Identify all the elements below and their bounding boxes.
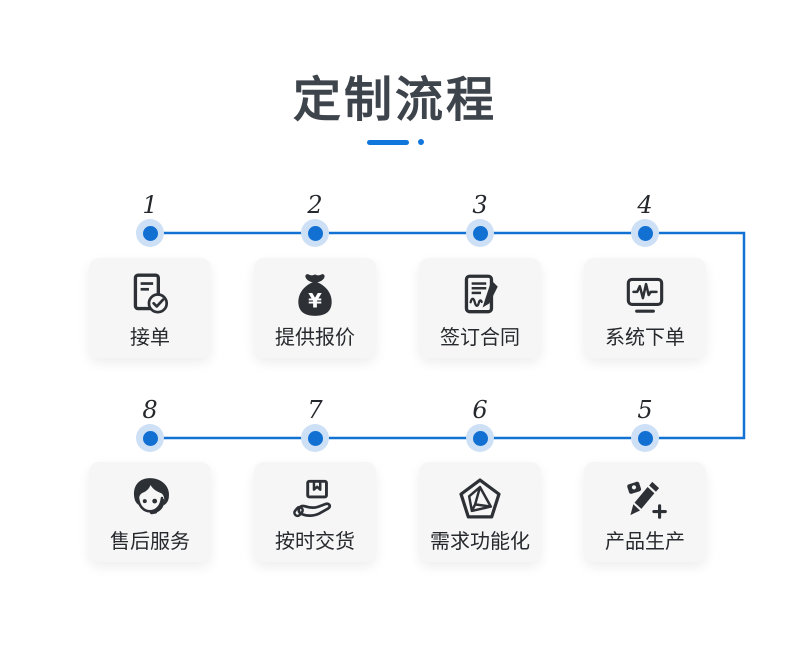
step-card-on-time-delivery: 按时交货 [254, 462, 376, 562]
pencil-plus-icon [620, 468, 670, 530]
step-card-sign-contract: 签订合同 [419, 258, 541, 358]
step-dot-7 [301, 424, 329, 452]
step-dot-1 [136, 219, 164, 247]
customer-service-agent-icon [125, 468, 175, 530]
step-label: 需求功能化 [430, 531, 530, 553]
step-dot-7-inner [307, 430, 323, 446]
step-dot-1-inner [142, 225, 158, 241]
step-card-requirement-functionalization: 需求功能化 [419, 462, 541, 562]
step-label: 按时交货 [275, 531, 355, 553]
step-dot-4-inner [637, 225, 653, 241]
step-number-2: 2 [307, 191, 323, 219]
step-number-3: 3 [472, 191, 488, 219]
step-label: 产品生产 [605, 531, 685, 553]
step-card-receive-order: 接单 [89, 258, 211, 358]
page-title: 定制流程 [292, 74, 497, 127]
step-card-provide-quote: ¥ 提供报价 [254, 258, 376, 358]
step-dot-3-inner [472, 225, 488, 241]
step-number-4: 4 [637, 191, 653, 219]
step-dot-3 [466, 219, 494, 247]
svg-text:¥: ¥ [308, 290, 322, 313]
underline-dot [417, 139, 424, 145]
step-label: 签订合同 [440, 327, 520, 349]
step-dot-2 [301, 219, 329, 247]
underline-bar [366, 139, 409, 145]
step-dot-5-inner [637, 430, 653, 446]
step-card-after-sales-service: 售后服务 [89, 462, 211, 562]
step-dot-4 [631, 219, 659, 247]
system-monitor-wave-icon [620, 264, 670, 326]
step-dot-8-inner [142, 430, 158, 446]
step-number-6: 6 [472, 396, 488, 424]
contract-sign-pen-icon [455, 264, 505, 326]
step-dot-2-inner [307, 225, 323, 241]
delivery-hand-box-icon [290, 468, 340, 530]
step-number-8: 8 [142, 396, 158, 424]
money-bag-yen-icon: ¥ [290, 264, 340, 326]
step-label: 售后服务 [110, 531, 190, 553]
step-dot-8 [136, 424, 164, 452]
step-dot-5 [631, 424, 659, 452]
step-card-product-production: 产品生产 [584, 462, 706, 562]
step-card-system-order: 系统下单 [584, 258, 706, 358]
step-label: 提供报价 [275, 327, 355, 349]
pentagon-facet-icon [454, 468, 506, 530]
step-dot-6-inner [472, 430, 488, 446]
step-number-5: 5 [637, 396, 653, 424]
order-document-check-icon [125, 264, 175, 326]
step-dot-6 [466, 424, 494, 452]
step-number-1: 1 [142, 191, 158, 219]
step-label: 接单 [130, 327, 170, 349]
step-number-7: 7 [307, 396, 323, 424]
title-underline [0, 139, 790, 145]
step-label: 系统下单 [605, 327, 685, 349]
